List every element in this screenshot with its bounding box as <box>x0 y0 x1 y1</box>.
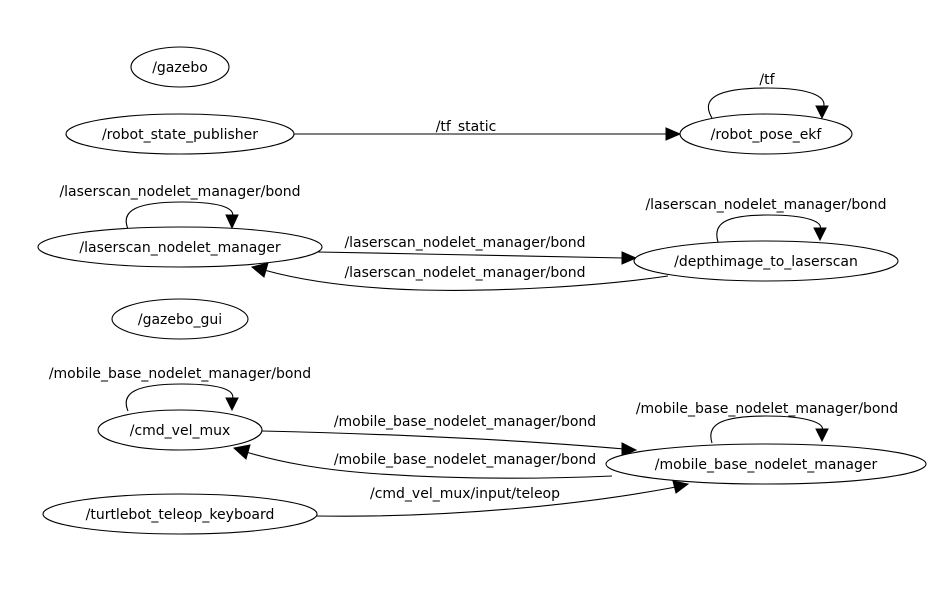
node-label: /robot_pose_ekf <box>711 127 823 143</box>
node-mobile-base-nodelet-manager[interactable]: /mobile_base_nodelet_manager <box>605 443 927 485</box>
edge-label-cmd-vel-mux-to-mobile-base: /mobile_base_nodelet_manager/bond <box>334 414 596 430</box>
node-label: /mobile_base_nodelet_manager <box>655 457 878 473</box>
edge-label-tf-static: /tf_static <box>436 119 497 135</box>
arrowhead <box>621 251 638 265</box>
edge-path <box>317 251 625 259</box>
node-depthimage-to-laserscan[interactable]: /depthimage_to_laserscan <box>633 240 899 282</box>
edge-cmd-vel-mux-to-mobile-base: /mobile_base_nodelet_manager/bond <box>261 414 638 457</box>
edge-path <box>315 486 677 517</box>
node-label: /depthimage_to_laserscan <box>674 254 858 270</box>
edge-label-depthimage-to-laserscan: /laserscan_nodelet_manager/bond <box>344 265 585 281</box>
arrowhead <box>621 442 638 457</box>
edge-mobile-base-self-loop: /mobile_base_nodelet_manager/bond <box>636 401 898 444</box>
node-label: /gazebo_gui <box>138 312 222 328</box>
edge-path <box>261 430 625 450</box>
edge-depthimage-to-laserscan: /laserscan_nodelet_manager/bond <box>250 262 669 291</box>
node-label: /cmd_vel_mux <box>130 423 231 439</box>
arrowhead <box>225 214 239 230</box>
node-gazebo[interactable]: /gazebo <box>130 46 230 88</box>
edge-path <box>710 415 824 444</box>
node-label: /robot_state_publisher <box>102 127 258 143</box>
edge-tf-self-loop: /tf <box>707 72 829 120</box>
edge-laserscan-to-depthimage: /laserscan_nodelet_manager/bond <box>317 235 638 265</box>
arrowhead <box>672 480 690 494</box>
edge-label-depthimage-self: /laserscan_nodelet_manager/bond <box>645 197 886 213</box>
edge-depthimage-self-loop: /laserscan_nodelet_manager/bond <box>645 197 887 243</box>
edge-path <box>716 214 822 243</box>
edge-label-laserscan-self: /laserscan_nodelet_manager/bond <box>59 184 300 200</box>
node-robot-state-publisher[interactable]: /robot_state_publisher <box>65 113 295 155</box>
edge-teleop-to-mobile-base: /cmd_vel_mux/input/teleop <box>315 480 690 517</box>
arrowhead <box>815 428 829 443</box>
node-robot-pose-ekf[interactable]: /robot_pose_ekf <box>679 113 853 155</box>
edge-path <box>245 451 613 479</box>
arrowhead <box>813 227 827 242</box>
node-label: /laserscan_nodelet_manager <box>79 240 280 256</box>
edge-cmd-vel-mux-self-loop: /mobile_base_nodelet_manager/bond <box>49 366 311 412</box>
edge-label-tf: /tf <box>759 72 775 88</box>
node-cmd-vel-mux[interactable]: /cmd_vel_mux <box>97 409 263 451</box>
edge-laserscan-self-loop: /laserscan_nodelet_manager/bond <box>59 184 301 230</box>
edge-label-mobile-base-to-cmd-vel-mux: /mobile_base_nodelet_manager/bond <box>334 452 596 468</box>
edge-label-mobile-base-self: /mobile_base_nodelet_manager/bond <box>636 401 898 417</box>
edge-label-cmd-vel-mux-self: /mobile_base_nodelet_manager/bond <box>49 366 311 382</box>
node-laserscan-nodelet-manager[interactable]: /laserscan_nodelet_manager <box>37 226 323 268</box>
node-label: /turtlebot_teleop_keyboard <box>86 507 275 523</box>
arrowhead <box>250 262 269 278</box>
arrowhead <box>665 127 682 141</box>
edge-label-teleop: /cmd_vel_mux/input/teleop <box>370 486 560 502</box>
edge-tf-static: /tf_static <box>292 119 682 141</box>
edge-mobile-base-to-cmd-vel-mux: /mobile_base_nodelet_manager/bond <box>232 444 613 479</box>
arrowhead <box>232 444 251 460</box>
edge-path <box>125 201 234 230</box>
node-gazebo-gui[interactable]: /gazebo_gui <box>111 298 249 340</box>
edge-path <box>125 383 234 412</box>
node-label: /gazebo <box>152 60 208 76</box>
edge-path <box>263 269 669 291</box>
arrowhead <box>225 397 239 412</box>
node-turtlebot-teleop-keyboard[interactable]: /turtlebot_teleop_keyboard <box>42 493 318 535</box>
arrowhead <box>815 105 829 120</box>
edge-path <box>707 87 825 119</box>
edge-label-laserscan-to-depthimage: /laserscan_nodelet_manager/bond <box>344 235 585 251</box>
